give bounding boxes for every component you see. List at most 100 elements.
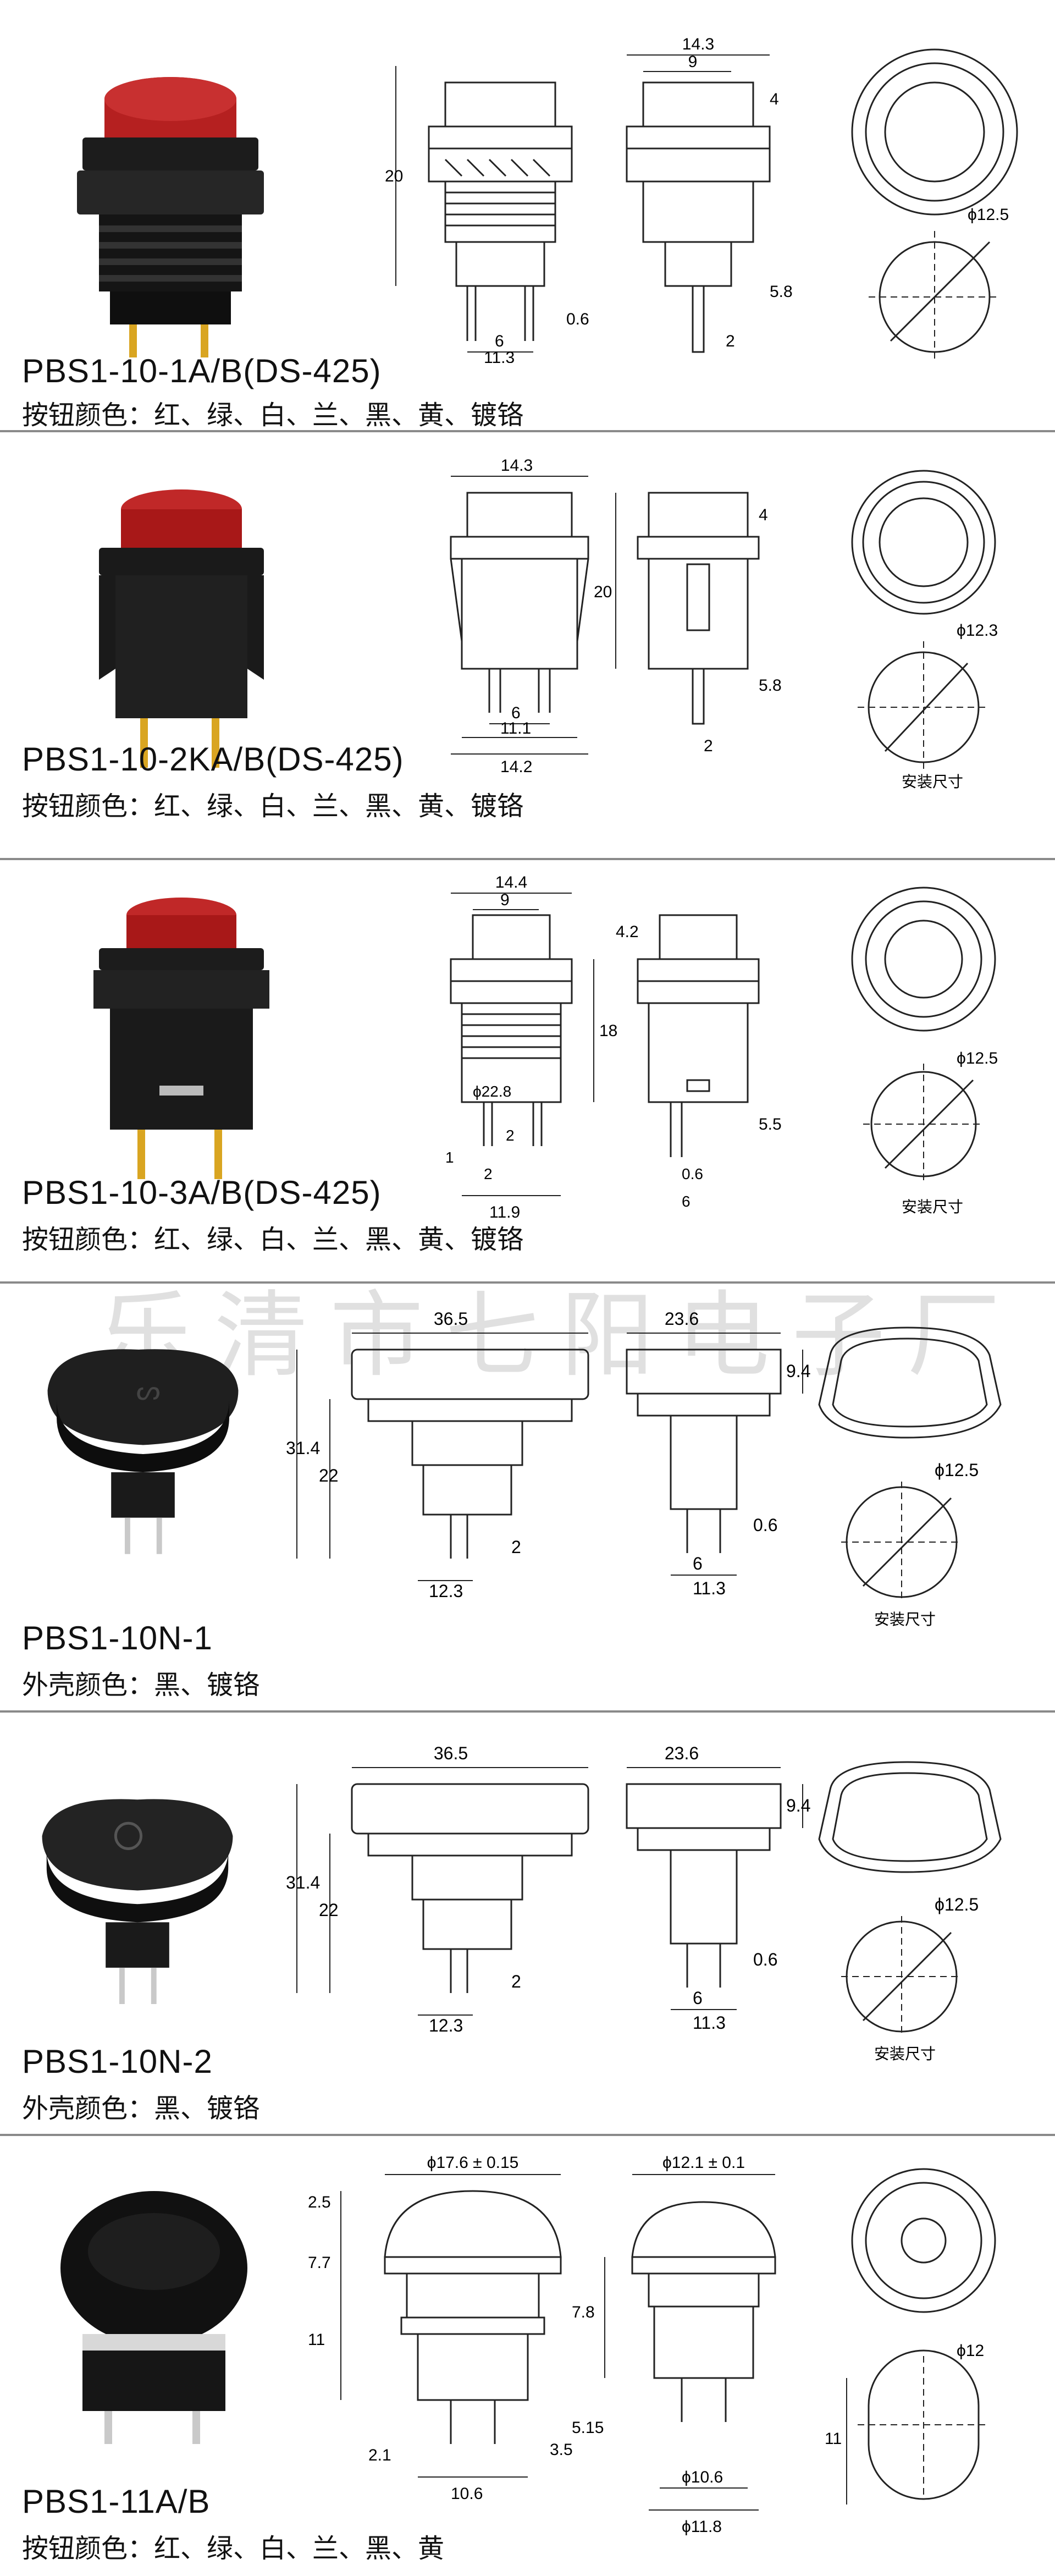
section-divider: [0, 858, 1055, 860]
product-colors: 按钮颜色：红、绿、白、兰、黑、黄、镀铬: [22, 791, 524, 822]
dim-label: 6: [495, 332, 504, 350]
dim-label: ϕ12.3: [957, 621, 998, 640]
product-colors: 外壳颜色：黑、镀铬: [22, 1670, 260, 1700]
dim-label: ϕ12.5: [957, 1049, 998, 1067]
dim-label: 14.2: [500, 758, 532, 776]
dimension-drawing: 14.3 9 4 20 0.6 6 11.3 5.8 2 ϕ12.5: [385, 35, 1018, 363]
dimension-drawing: 14.3 4 20 6 11.1 14.2 5.8 2 ϕ12.3 安装尺寸: [450, 456, 998, 790]
section-divider: [0, 1710, 1055, 1713]
section-divider: [0, 2134, 1055, 2136]
dim-label: ϕ17.6 ± 0.15: [427, 2154, 519, 2172]
product-photo: [77, 77, 264, 357]
dimension-drawing: 36.5 31.4 22 2 12.3 23.6 9.4 0.6 6 11.3 …: [286, 1743, 1002, 2062]
dim-label: 9.4: [786, 1361, 810, 1381]
dim-label: 3.5: [550, 2441, 573, 2459]
section-divider: [0, 430, 1055, 432]
dim-label: ϕ12.5: [935, 1460, 979, 1480]
dim-label: 11: [825, 2430, 842, 2448]
dim-label: 22: [319, 1466, 339, 1485]
dim-label: ϕ12: [957, 2342, 984, 2360]
dim-label: 0.6: [753, 1515, 777, 1535]
dim-label: 12.3: [429, 1581, 463, 1601]
dim-label: 5.8: [770, 283, 793, 301]
dim-label: 0.6: [566, 310, 589, 328]
dim-label: ϕ22.8: [473, 1083, 511, 1100]
product-model: PBS1-11A/B: [22, 2483, 211, 2520]
dimension-drawing: 14.4 9 4.2 18 ϕ22.8 2 1 2 11.9 5.5 0.6 6…: [445, 873, 998, 1221]
dim-label: 18: [599, 1022, 617, 1040]
dim-label: 安装尺寸: [874, 2045, 936, 2062]
dim-label: 4.2: [616, 923, 639, 941]
dim-label: 14.3: [501, 456, 533, 475]
power-icon: [114, 1821, 143, 1850]
dim-label: 10.6: [451, 2485, 483, 2503]
product-section-2: 14.3 4 20 6 11.1 14.2 5.8 2 ϕ12.3 安装尺寸 P…: [0, 432, 1055, 858]
dim-label: 36.5: [434, 1743, 468, 1763]
dim-label: 5.15: [572, 2419, 604, 2437]
dim-label: 2: [704, 737, 713, 755]
product-section-6: ϕ17.6 ± 0.15 2.5 7.7 11 3.5 2.1 10.6 ϕ12…: [0, 2136, 1055, 2576]
dimension-drawing: ϕ17.6 ± 0.15 2.5 7.7 11 3.5 2.1 10.6 ϕ12…: [308, 2154, 996, 2536]
dim-label: 2: [484, 1165, 493, 1182]
dim-label: 2.1: [368, 2446, 391, 2464]
dim-label: 9: [500, 891, 510, 909]
product-colors: 按钮颜色：红、绿、白、兰、黑、黄、镀铬: [22, 400, 524, 431]
product-colors: 按钮颜色：红、绿、白、兰、黑、黄: [22, 2533, 445, 2564]
dim-label: 23.6: [665, 1309, 699, 1329]
dim-label: 20: [385, 167, 403, 185]
dimension-drawing: 36.5 31.4 22 2 12.3 23.6 9.4 0.6 6 11.3 …: [286, 1309, 1002, 1628]
dim-label: 0.6: [682, 1165, 703, 1182]
dim-label: 12.3: [429, 2016, 463, 2035]
dim-label: 7.8: [572, 2303, 595, 2321]
dim-label: 9: [688, 53, 698, 71]
dim-label: 20: [594, 583, 612, 601]
dim-label: 11: [308, 2331, 325, 2349]
dim-label: 5.8: [759, 676, 782, 695]
dim-label: 11.3: [484, 349, 515, 363]
dim-label: 11.1: [500, 719, 531, 737]
product-colors: 按钮颜色：红、绿、白、兰、黑、黄、镀铬: [22, 1224, 524, 1255]
dim-label: 6: [693, 1988, 703, 2008]
product-model: PBS1-10N-2: [22, 2043, 213, 2080]
product-model: PBS1-10-2KA/B(DS-425): [22, 741, 404, 778]
dim-label: 22: [319, 1900, 339, 1920]
product-photo: [93, 898, 269, 1179]
dim-label: ϕ12.5: [968, 206, 1009, 224]
product-photo: [42, 1799, 233, 2004]
dim-label: 0.6: [753, 1950, 777, 1969]
product-section-3: 14.4 9 4.2 18 ϕ22.8 2 1 2 11.9 5.5 0.6 6…: [0, 860, 1055, 1281]
dim-label: 31.4: [286, 1438, 320, 1458]
dim-label: 2.5: [308, 2193, 331, 2211]
dim-label: 14.3: [682, 35, 714, 53]
dim-label: 9.4: [786, 1796, 810, 1815]
product-colors: 外壳颜色：黑、镀铬: [22, 2093, 260, 2124]
dim-label: ϕ11.8: [682, 2518, 722, 2536]
dim-label: 11.3: [693, 1578, 726, 1598]
dim-label: ϕ12.5: [935, 1895, 979, 1914]
dim-label: 11.3: [693, 2013, 726, 2033]
dim-label: 4: [770, 90, 779, 108]
power-symbol-icon: ᔕ: [136, 1375, 161, 1406]
dim-label: 11.9: [489, 1203, 520, 1221]
product-section-4: ᔕ 36.5: [0, 1284, 1055, 1710]
product-section-5: 36.5 31.4 22 2 12.3 23.6 9.4 0.6 6 11.3 …: [0, 1713, 1055, 2134]
dim-label: 安装尺寸: [902, 773, 963, 790]
section-divider: [0, 1281, 1055, 1284]
dim-label: 6: [511, 704, 521, 722]
product-section-1: 14.3 9 4 20 0.6 6 11.3 5.8 2 ϕ12.5 PBS1-…: [0, 0, 1055, 431]
product-photo: ᔕ: [47, 1349, 239, 1554]
dim-label: 36.5: [434, 1309, 468, 1329]
dim-label: ϕ12.1 ± 0.1: [662, 2154, 745, 2172]
dim-label: ϕ10.6: [682, 2468, 723, 2486]
dim-label: 安装尺寸: [874, 1611, 936, 1628]
product-model: PBS1-10-1A/B(DS-425): [22, 353, 382, 389]
dim-label: 2: [511, 1972, 521, 1991]
dim-label: 5.5: [759, 1115, 782, 1133]
product-model: PBS1-10-3A/B(DS-425): [22, 1174, 382, 1211]
dim-label: 安装尺寸: [902, 1198, 963, 1215]
dim-label: 23.6: [665, 1743, 699, 1763]
dim-label: 4: [759, 506, 768, 524]
dim-label: 2: [511, 1537, 521, 1557]
dim-label: 2: [506, 1127, 515, 1144]
dim-label: 2: [726, 332, 735, 350]
